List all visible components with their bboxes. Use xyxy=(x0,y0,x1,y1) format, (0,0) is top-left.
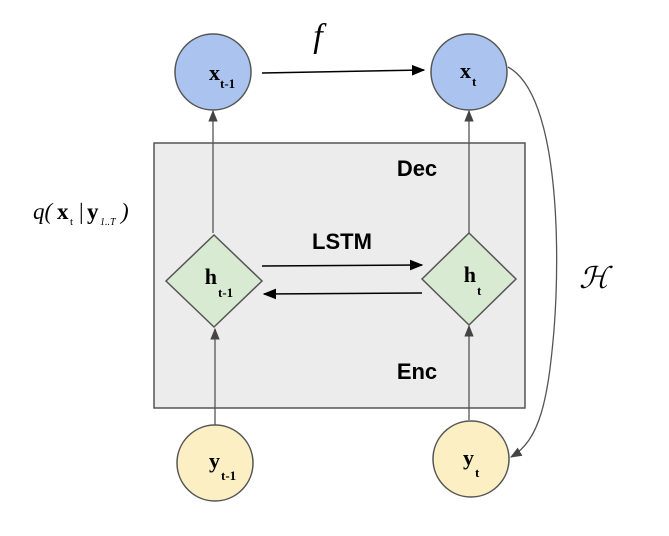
node-h-t-sub: t xyxy=(477,283,482,298)
node-y-t: y t xyxy=(432,420,510,498)
decoder-label: Dec xyxy=(397,156,437,181)
posterior-fn: q( xyxy=(33,199,54,224)
node-y-t-label: y xyxy=(463,445,474,470)
node-x-t: x t xyxy=(430,33,508,111)
encoder-label: Enc xyxy=(397,359,437,384)
posterior-y-sub: 1..T xyxy=(100,217,117,228)
node-x-prev: x t-1 xyxy=(174,33,252,111)
node-h-prev-label: h xyxy=(205,264,217,289)
node-y-prev-label: y xyxy=(209,448,220,473)
node-x-t-label: x xyxy=(460,58,471,83)
node-y-t-sub: t xyxy=(475,465,480,480)
posterior-label: q( x t | y 1..T ) xyxy=(33,199,129,228)
arrow-transition xyxy=(261,64,426,76)
transition-label: f xyxy=(313,18,327,55)
lstm-label: LSTM xyxy=(312,229,372,254)
node-h-t-label: h xyxy=(464,262,476,287)
posterior-x: x xyxy=(57,199,69,224)
posterior-y: y xyxy=(87,199,99,224)
node-h-prev: h t-1 xyxy=(164,233,264,329)
posterior-close: ) xyxy=(119,199,129,224)
node-x-prev-sub: t-1 xyxy=(220,76,235,91)
node-h-t: h t xyxy=(420,231,518,327)
node-x-t-sub: t xyxy=(472,74,477,89)
node-y-prev-sub: t-1 xyxy=(221,468,236,483)
arrow-lstm-forward xyxy=(261,259,424,271)
node-y-prev: y t-1 xyxy=(176,424,254,502)
node-h-prev-sub: t-1 xyxy=(218,285,233,300)
arrow-lstm-backward xyxy=(262,288,423,300)
posterior-bar: | xyxy=(79,199,84,224)
arrow-emission-curve xyxy=(507,66,558,458)
posterior-x-sub: t xyxy=(70,216,73,228)
emission-label: ℋ xyxy=(579,262,613,295)
node-x-prev-label: x xyxy=(209,60,220,85)
